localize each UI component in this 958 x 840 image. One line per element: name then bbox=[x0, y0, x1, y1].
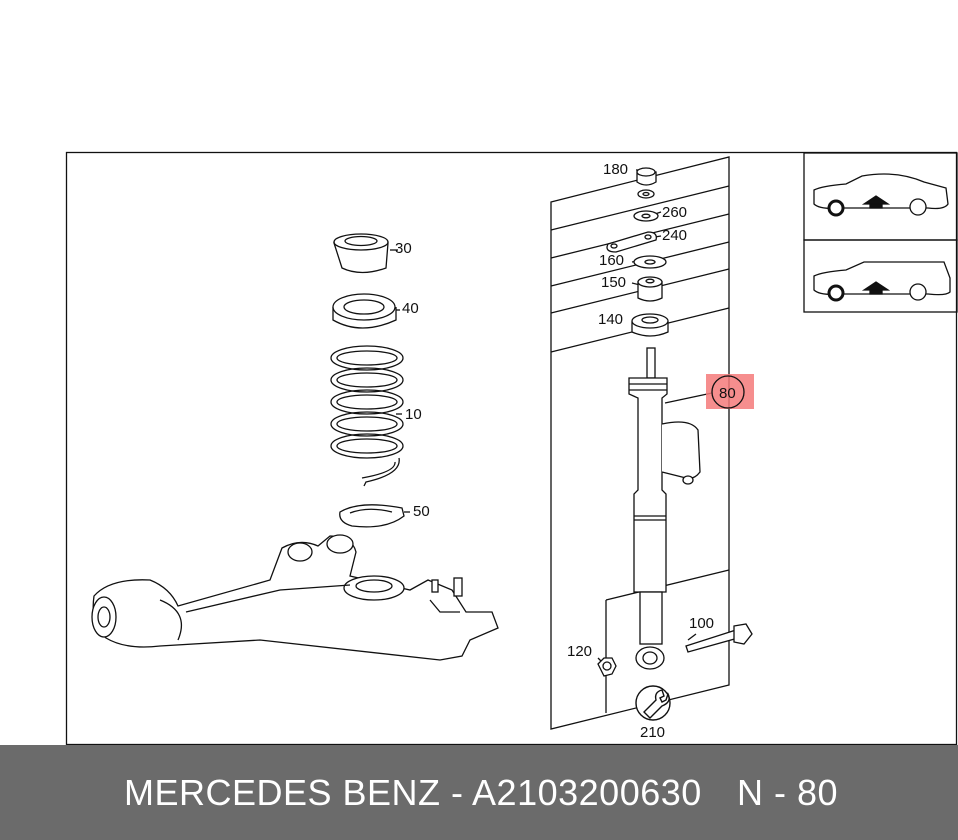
bolt-100 bbox=[685, 623, 753, 653]
nut-180 bbox=[636, 167, 657, 186]
footer-brand-part: MERCEDES BENZ - A2103200630 bbox=[124, 772, 702, 813]
estate-icon bbox=[813, 261, 951, 302]
shock-absorber-80 bbox=[628, 347, 701, 670]
label-120: 120 bbox=[567, 643, 592, 660]
sedan-icon bbox=[813, 173, 949, 217]
label-50: 50 bbox=[413, 503, 430, 520]
label-100: 100 bbox=[689, 615, 714, 632]
bushing-150 bbox=[637, 276, 663, 302]
spring-pad-40 bbox=[332, 293, 397, 329]
label-30: 30 bbox=[395, 240, 412, 257]
footer-bar: MERCEDES BENZ - A2103200630 N - 80 bbox=[0, 745, 958, 840]
washer-160 bbox=[633, 255, 667, 269]
diagram-frame bbox=[65, 151, 958, 746]
label-240: 240 bbox=[662, 227, 687, 244]
spring-clip-50 bbox=[339, 504, 405, 528]
plate-240 bbox=[606, 231, 657, 253]
wrench-icon bbox=[635, 685, 671, 721]
spring-seat-30 bbox=[333, 233, 389, 274]
label-140: 140 bbox=[598, 311, 623, 328]
shock-panel bbox=[550, 156, 730, 730]
nut-120 bbox=[597, 657, 617, 677]
label-150: 150 bbox=[601, 274, 626, 291]
washer-small bbox=[637, 189, 655, 199]
label-160: 160 bbox=[599, 252, 624, 269]
bushing-140 bbox=[631, 313, 669, 337]
label-180: 180 bbox=[603, 161, 628, 178]
label-40: 40 bbox=[402, 300, 419, 317]
label-260: 260 bbox=[662, 204, 687, 221]
label-210: 210 bbox=[640, 724, 665, 741]
vehicle-box-bottom bbox=[803, 239, 958, 313]
coil-spring-10 bbox=[330, 345, 404, 487]
highlight-80 bbox=[706, 374, 754, 409]
footer-position: N - 80 bbox=[737, 772, 839, 813]
label-80: 80 bbox=[719, 385, 736, 402]
label-10: 10 bbox=[405, 406, 422, 423]
washer-260 bbox=[633, 210, 659, 222]
control-arm bbox=[91, 534, 499, 661]
